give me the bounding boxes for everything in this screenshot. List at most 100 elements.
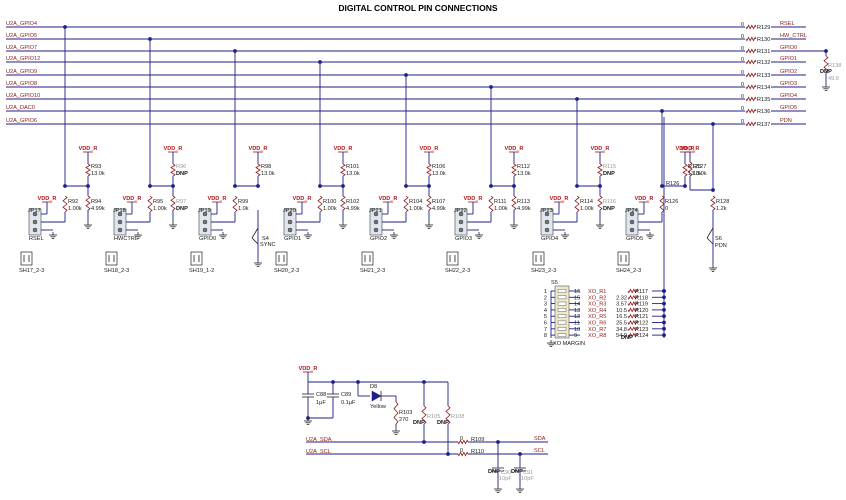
s5-switch bbox=[557, 327, 567, 331]
vdd-label: VDD_R bbox=[464, 196, 483, 202]
junction-dot bbox=[711, 122, 715, 126]
header-pin bbox=[202, 219, 208, 225]
header-pin bbox=[117, 211, 123, 217]
c89-value: 0.1μF bbox=[341, 400, 356, 406]
group-jp17: VDD_RR9313.0kR944.99kR921.00kVDD_RJP17RS… bbox=[19, 25, 105, 274]
bus-net-label: U2A_GPIO10 bbox=[6, 93, 40, 99]
divider-bottom-ref: R94 bbox=[91, 199, 101, 205]
series-value: 1.00k bbox=[494, 206, 508, 212]
series-value: 1.00k bbox=[153, 206, 167, 212]
s5-switch bbox=[557, 295, 567, 300]
s5-right-pin: 14 bbox=[574, 302, 580, 308]
shunt-label: SH22_2-3 bbox=[445, 268, 470, 274]
series-value: 1.00k bbox=[409, 206, 423, 212]
jumper-ref: JP21 bbox=[369, 208, 382, 214]
junction-dot bbox=[660, 184, 664, 188]
jumper-label: HWCTRL bbox=[114, 236, 138, 242]
divider-bottom-value: 4.99k bbox=[346, 206, 360, 212]
junction-dot bbox=[233, 184, 237, 188]
ground-symbol bbox=[510, 222, 518, 229]
header-pin bbox=[202, 227, 208, 233]
header-pin bbox=[32, 219, 38, 225]
divider-bottom-value: 4.99k bbox=[432, 206, 446, 212]
vdd-label: VDD_R bbox=[420, 146, 439, 152]
shunt-label: SH18_2-3 bbox=[104, 268, 129, 274]
s6-label: PDN bbox=[715, 243, 727, 249]
group-jp18: VDD_RR96DNPR97DNPR951.00kVDD_RJP18HWCTRL… bbox=[104, 37, 188, 274]
jumper-ref: JP20 bbox=[283, 208, 296, 214]
s5-switch bbox=[557, 289, 567, 293]
jumper-ref: JP23 bbox=[540, 208, 553, 214]
r128-ref: R128 bbox=[716, 199, 729, 205]
jumper-header bbox=[283, 208, 297, 236]
s5-switch bbox=[557, 308, 567, 312]
shunt-label: SH20_2-3 bbox=[274, 268, 299, 274]
vdd-label: VDD_R bbox=[123, 196, 142, 202]
jumper-header bbox=[369, 208, 383, 236]
header-pin bbox=[287, 227, 293, 233]
bus-resistor bbox=[745, 24, 757, 30]
divider-top-value: 13.0k bbox=[432, 171, 446, 177]
jumper-label: GPIO3 bbox=[455, 236, 472, 242]
jumper-groups: VDD_RR9313.0kR944.99kR921.00kVDD_RJP17RS… bbox=[19, 25, 729, 274]
shunt-label: SH19_1-2 bbox=[189, 268, 214, 274]
junction-dot bbox=[318, 184, 322, 188]
header-pin bbox=[117, 219, 123, 225]
ground-symbol bbox=[596, 222, 604, 229]
divider-top-value: 13.0k bbox=[261, 171, 275, 177]
led-color: Yellow bbox=[370, 404, 387, 410]
r110-ref: R110 bbox=[471, 449, 484, 455]
divider-top-value: 13.0k bbox=[688, 171, 702, 177]
s5-resistor bbox=[627, 313, 639, 319]
bus-resistor-ref: R131 bbox=[757, 49, 770, 55]
shunt-label: SH24_2-3 bbox=[616, 268, 641, 274]
bus-output-label: GPIO4 bbox=[780, 93, 797, 99]
r108-ref: R108 bbox=[451, 414, 464, 420]
divider-bottom-value: 4.99k bbox=[517, 206, 531, 212]
r110-value: 0 bbox=[460, 448, 463, 454]
s5-resistor-ref: R119 bbox=[635, 302, 648, 308]
divider-top-ref: R93 bbox=[91, 164, 101, 170]
s5-value: 34.8 bbox=[616, 327, 627, 333]
header-pin bbox=[202, 211, 208, 217]
s5-resistor-ref: R121 bbox=[635, 314, 648, 320]
divider-bottom-value: 4.99k bbox=[91, 206, 105, 212]
header-pin bbox=[32, 227, 38, 233]
ground-symbol bbox=[822, 84, 830, 91]
jumper-header bbox=[540, 208, 554, 236]
divider-top-ref: R112 bbox=[517, 164, 530, 170]
r127-value: 13.0k bbox=[693, 171, 707, 177]
shunt-symbol bbox=[105, 251, 118, 266]
jumper-header bbox=[625, 208, 639, 236]
s6-ref: S6 bbox=[715, 236, 722, 242]
s5-resistor-ref: R122 bbox=[635, 321, 648, 327]
s5-value: 54.9 bbox=[616, 333, 627, 339]
series-value: 0 bbox=[665, 206, 668, 212]
ground-symbol bbox=[84, 222, 92, 229]
s6-contact bbox=[706, 227, 714, 245]
junction-dot bbox=[446, 452, 450, 456]
header-pin bbox=[544, 219, 550, 225]
shunt-symbol bbox=[532, 251, 545, 266]
shunt-label: SH21_2-3 bbox=[360, 268, 385, 274]
s5-net-label: XO_R5 bbox=[588, 314, 606, 320]
shunt-label: SH23_2-3 bbox=[531, 268, 556, 274]
header-pin bbox=[629, 227, 635, 233]
series-value: 1.0k bbox=[238, 206, 249, 212]
junction-dot bbox=[683, 184, 687, 188]
ground-symbol bbox=[392, 428, 400, 435]
ground-symbol bbox=[709, 265, 717, 272]
junction-dot bbox=[256, 184, 260, 188]
bus-net-label: U2A_GPIO8 bbox=[6, 81, 37, 87]
s5-left-pin: 7 bbox=[544, 327, 547, 333]
s5-net-label: XO_R1 bbox=[588, 289, 606, 295]
r105-resistor bbox=[421, 405, 427, 425]
shunt-body bbox=[190, 251, 203, 266]
c91-ref: C91 bbox=[523, 470, 533, 476]
shunt-body bbox=[361, 251, 374, 266]
bus-net-label: U2A_GPIO9 bbox=[6, 69, 37, 75]
